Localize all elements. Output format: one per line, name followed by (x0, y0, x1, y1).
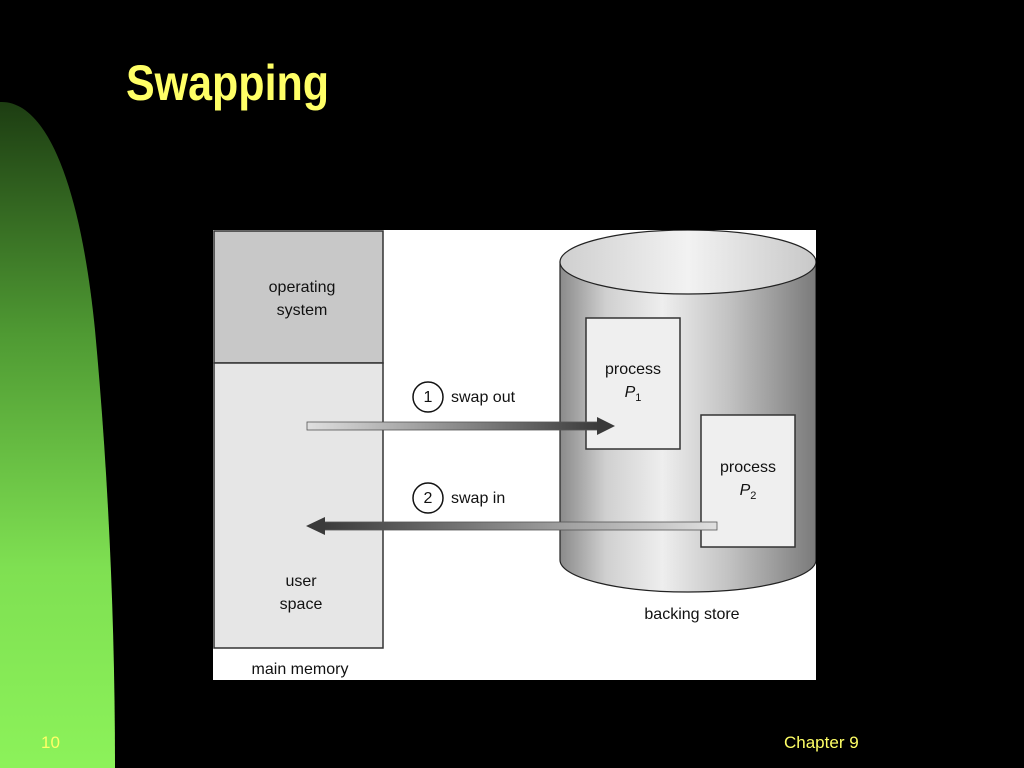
slide-number: 10 (41, 733, 60, 752)
swapping-diagram: operating system user space main memory … (213, 230, 816, 680)
step-1-circle (412, 381, 444, 413)
step-1-number: 1 (423, 389, 433, 406)
backing-store-caption: backing store (644, 606, 740, 623)
os-region (213, 230, 384, 364)
main-memory-caption: main memory (251, 661, 349, 678)
step-2-number: 2 (423, 490, 433, 507)
main-memory-block (213, 230, 384, 649)
step-2-label: swap in (451, 490, 506, 507)
slide-title: Swapping (126, 55, 330, 111)
process-p1-label: process P1 (604, 361, 662, 405)
os-block-label: operating system (268, 279, 336, 319)
user-space-label: user space (279, 573, 323, 613)
chapter-label: Chapter 9 (784, 733, 859, 752)
user-space-region (213, 362, 384, 649)
swap-out-arrow (306, 417, 615, 435)
swap-in-arrow (306, 517, 718, 535)
process-p2-label: process P2 (719, 459, 777, 503)
step-2-circle (412, 482, 444, 514)
step-1-label: swap out (451, 389, 516, 406)
